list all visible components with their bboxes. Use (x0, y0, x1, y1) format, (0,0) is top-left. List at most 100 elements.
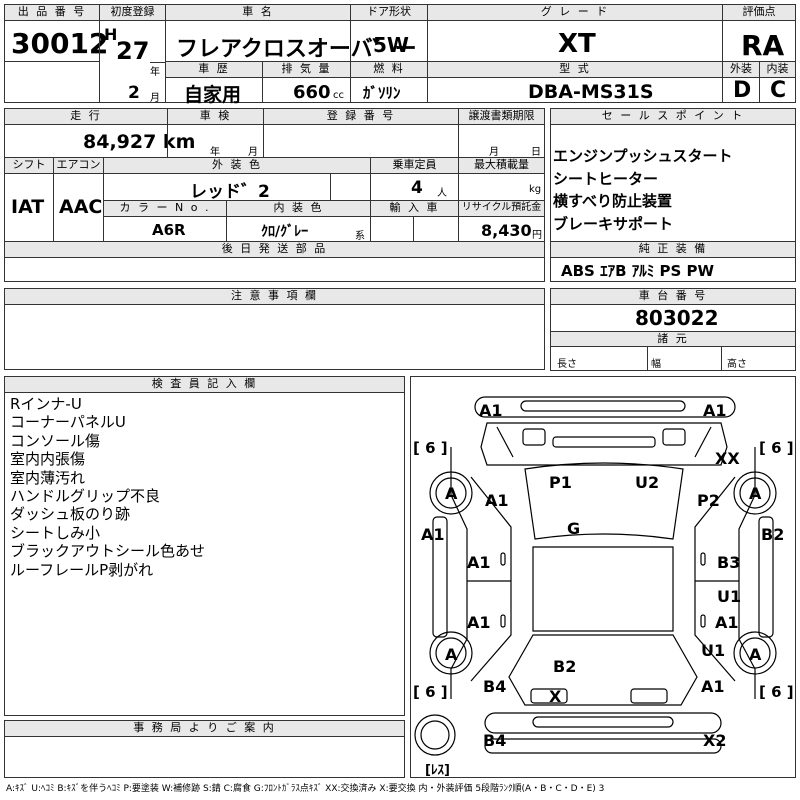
ac-label: エアコン (54, 158, 103, 174)
first-reg-cell: 初度登録 H 27 年 2 月 (99, 4, 166, 104)
damage-code: B4 (483, 677, 507, 696)
capacity-unit: 人 (437, 188, 447, 199)
reg-no-cell: 登 録 番 号 (263, 108, 459, 158)
equipment-label: 純 正 装 備 (551, 242, 795, 258)
displacement: 660 (293, 82, 331, 103)
transfer-cell: 譲渡書類期限 月 日 (458, 108, 545, 158)
ext-color: レッド゛2 (190, 182, 270, 202)
ac: AAC (59, 196, 103, 218)
model-cell: 型 式 DBA-MS31S (427, 61, 723, 103)
recycle-unit: 円 (532, 230, 542, 241)
inspector-line: ダッシュ板のり跡 (10, 505, 131, 524)
damage-code: A1 (479, 401, 503, 420)
damage-code: A (749, 645, 762, 664)
max-load-label: 最大積載量 (459, 158, 544, 174)
lot-label: 出 品 番 号 (5, 5, 99, 21)
inspector-label: 検 査 員 記 入 欄 (5, 377, 404, 393)
damage-code: X2 (703, 731, 727, 750)
first-reg-month: 2 (128, 83, 140, 103)
capacity: 4 (411, 178, 423, 198)
transfer-month-unit: 月 (489, 147, 499, 158)
interior-cell: 内装 C (759, 61, 796, 103)
lot-cell: 出 品 番 号 30012 (4, 4, 108, 62)
inspector-line: 室内内張傷 (10, 450, 86, 469)
color-no-cell: カ ラ ー N o . A6R (103, 200, 227, 242)
car-body-outline (414, 396, 777, 756)
displacement-label: 排 気 量 (263, 62, 350, 78)
tire-depth-rear-left: [ 6 ] (413, 683, 448, 701)
score: RA (741, 29, 785, 62)
car-diagram: [ 6 ] [ 6 ] [ 6 ] [ 6 ] [ﾚｽ] A1 A1 XX A … (410, 376, 796, 778)
int-color-suffix: 系 (355, 231, 365, 242)
door-label: ドア形状 (351, 5, 427, 21)
color-no: A6R (152, 221, 186, 239)
lot-number: 30012 (11, 27, 109, 60)
sales-point-item: ブレーキサポート (553, 214, 674, 233)
history: 自家用 (184, 84, 242, 106)
inspection-cell: 車 検 年 月 (167, 108, 264, 158)
import-cell: 輸 入 車 (370, 200, 459, 242)
car-name: フレアクロスオーバ゛ー (176, 37, 417, 62)
inspector-line: 室内薄汚れ (10, 468, 86, 487)
later-parts-label: 後 日 発 送 部 品 (5, 242, 544, 258)
mileage-label: 走 行 (5, 109, 167, 125)
fuel-label: 燃 料 (351, 62, 427, 78)
transfer-label: 譲渡書類期限 (459, 109, 544, 125)
damage-code: P1 (549, 473, 572, 492)
exterior-cell: 外装 D (722, 61, 760, 103)
interior-label: 内装 (760, 62, 795, 78)
int-color: ｸﾛ/ｸﾞﾚｰ (261, 224, 309, 240)
damage-code: P2 (697, 491, 720, 510)
int-color-cell: 内 装 色 ｸﾛ/ｸﾞﾚｰ 系 (226, 200, 371, 242)
sales-point-list: エンジンプッシュスタート シートヒーター 横すべり防止装置 ブレーキサポート (553, 145, 733, 235)
fuel-cell: 燃 料 ｶﾞｿﾘﾝ (350, 61, 428, 103)
tire-depth-front-left: [ 6 ] (413, 439, 448, 457)
office-cell: 事 務 局 よ り ご 案 内 (4, 720, 405, 778)
spec-height-label: 高さ (727, 359, 747, 370)
damage-code: B3 (717, 553, 741, 572)
damage-code: A (445, 484, 458, 503)
door-type: 5W (373, 33, 409, 57)
inspector-line: ハンドルグリップ不良 (10, 487, 161, 506)
damage-code: A (749, 484, 762, 503)
spec-width-label: 幅 (651, 359, 661, 370)
color-no-label: カ ラ ー N o . (104, 201, 226, 217)
chassis-label: 車 台 番 号 (551, 289, 795, 305)
grade-cell: グ レ ー ド XT (427, 4, 723, 62)
interior-rating: C (770, 78, 787, 103)
transfer-day-unit: 日 (531, 147, 541, 158)
recycle-cell: リサイクル預託金 8,430 円 (458, 200, 545, 242)
lot-empty-cell (4, 61, 100, 103)
reg-no-label: 登 録 番 号 (264, 109, 458, 125)
score-cell: 評価点 RA (722, 4, 796, 62)
later-parts-cell: 後 日 発 送 部 品 (4, 241, 545, 282)
ac-cell: エアコン AAC (53, 157, 104, 242)
damage-code: B2 (761, 525, 785, 544)
damage-code: U2 (635, 473, 660, 492)
inspector-cell: 検 査 員 記 入 欄 Rインナ-U コーナーパネルU コンソール傷 室内内張傷… (4, 376, 405, 716)
tire-depth-rear-right: [ 6 ] (759, 683, 794, 701)
car-name-cell: 車 名 フレアクロスオーバ゛ー (165, 4, 417, 62)
damage-code: X (549, 687, 562, 706)
damage-code: A1 (485, 491, 509, 510)
damage-code: B2 (553, 657, 577, 676)
equipment: ABS ｴｱB ｱﾙﾐ PS PW (561, 262, 715, 280)
score-label: 評価点 (723, 5, 795, 21)
ext-color-cell: 外 装 色 レッド゛2 (103, 157, 371, 202)
grade-label: グ レ ー ド (428, 5, 722, 21)
inspector-line: ルーフレールP剥がれ (10, 560, 154, 579)
inspector-line: ブラックアウトシール色あせ (10, 542, 206, 561)
specs-cell: 諸 元 長さ 幅 高さ (550, 331, 796, 371)
first-reg-era: H (104, 25, 118, 44)
capacity-cell: 乗車定員 4 人 (370, 157, 459, 201)
sales-point-item: エンジンプッシュスタート (553, 147, 733, 165)
inspector-line: Rインナ-U (10, 395, 82, 413)
notes-label: 注 意 事 項 欄 (5, 289, 544, 305)
exterior-label: 外装 (723, 62, 759, 78)
spec-length-label: 長さ (557, 359, 577, 370)
damage-legend: A:ｷｽﾞ U:ﾍｺﾐ B:ｷｽﾞを伴うﾍｺﾐ P:要塗装 W:補修跡 S:錆 … (6, 784, 605, 794)
sales-point-item: シートヒーター (553, 169, 659, 188)
damage-code: XX (715, 449, 740, 468)
recycle-label: リサイクル預託金 (459, 201, 544, 217)
first-reg-year: 27 (116, 37, 150, 65)
